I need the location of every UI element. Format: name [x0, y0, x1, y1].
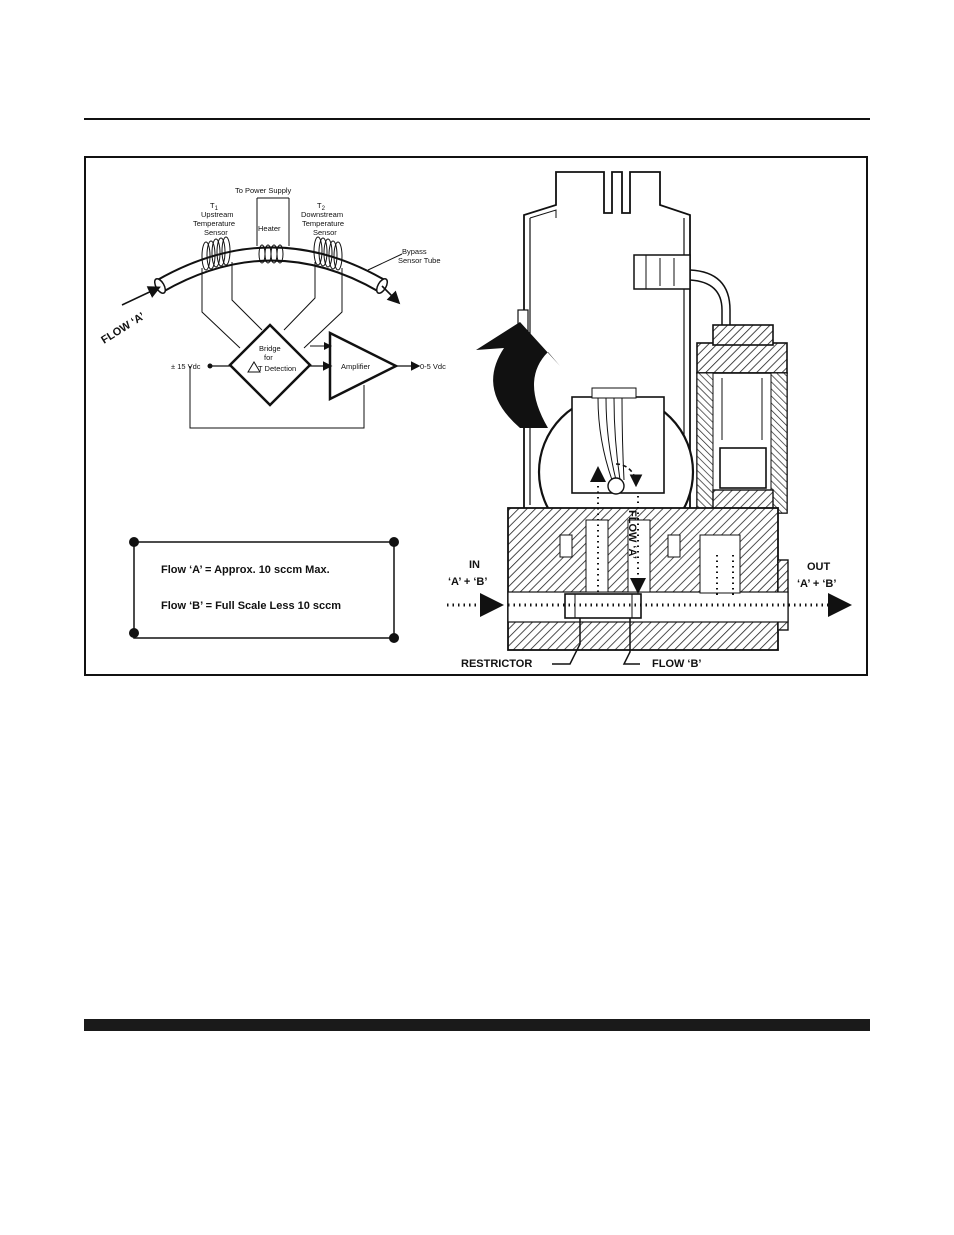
- downstream-coil-icon: [313, 236, 343, 271]
- t1-desc-2: Temperature: [193, 219, 235, 228]
- note-flow-a: Flow ‘A’ = Approx. 10 sccm Max.: [161, 564, 330, 576]
- t1-desc-3: Sensor: [204, 228, 228, 237]
- upstream-coil-icon: [201, 236, 231, 271]
- flow-a-vertical-label: FLOW ‘A’: [626, 510, 638, 559]
- sensor-schematic: To Power Supply T1 Upstream Temperature …: [99, 186, 446, 429]
- header-rule: [84, 118, 870, 120]
- heater-coil-icon: [258, 244, 284, 264]
- bridge-block: [228, 323, 312, 407]
- zoom-arrow-icon: [476, 322, 560, 428]
- restrictor-label: RESTRICTOR: [461, 658, 532, 670]
- flow-note-box: Flow ‘A’ = Approx. 10 sccm Max. Flow ‘B’…: [129, 537, 399, 643]
- supply-label: ± 15 Vdc: [171, 362, 201, 371]
- out-label: OUT: [807, 561, 831, 573]
- heater-label: Heater: [258, 224, 281, 233]
- out-sub-label: ‘A’ + ‘B’: [797, 578, 836, 590]
- output-label: 0-5 Vdc: [420, 362, 446, 371]
- note-flow-b: Flow ‘B’ = Full Scale Less 10 sccm: [161, 600, 341, 612]
- to-power-supply-label: To Power Supply: [235, 186, 292, 195]
- bridge-label-2: for: [264, 353, 273, 362]
- flow-a-label: FLOW ‘A’: [99, 310, 147, 346]
- mass-flow-diagram-frame: [84, 156, 868, 676]
- in-sub-label: ‘A’ + ‘B’: [448, 576, 487, 588]
- t1-label: T1: [210, 201, 219, 212]
- footer-rule: [84, 1019, 870, 1031]
- t2-desc-3: Sensor: [313, 228, 337, 237]
- t2-desc-1: Downstream: [301, 210, 343, 219]
- t1-desc-1: Upstream: [201, 210, 234, 219]
- bridge-label-1: Bridge: [259, 344, 281, 353]
- in-label: IN: [469, 559, 480, 571]
- bypass-label-1: Bypass: [402, 247, 427, 256]
- bridge-label-3: T Detection: [258, 364, 296, 373]
- flow-controller-cutaway: IN ‘A’ + ‘B’ OUT ‘A’ + ‘B’ FLOW ‘A’ REST…: [447, 171, 852, 670]
- bypass-label-2: Sensor Tube: [398, 256, 441, 265]
- amplifier-label: Amplifier: [341, 362, 371, 371]
- t2-label: T2: [317, 201, 326, 212]
- t2-desc-2: Temperature: [302, 219, 344, 228]
- flow-b-label: FLOW ‘B’: [652, 658, 702, 670]
